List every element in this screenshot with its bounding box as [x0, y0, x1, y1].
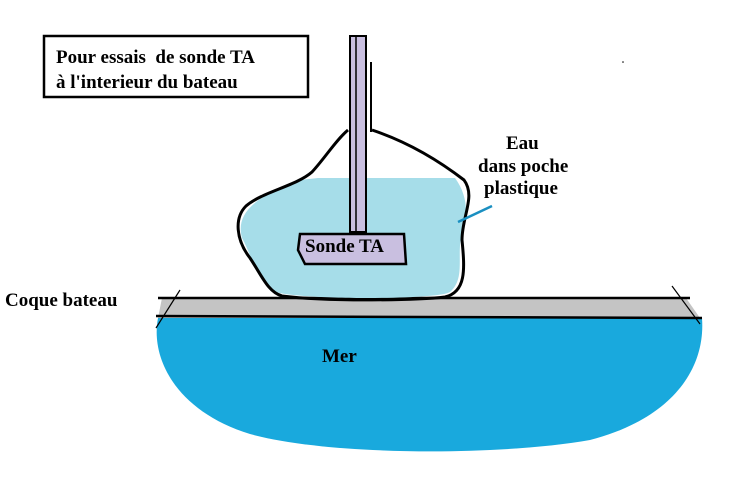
probe-head: Sonde TA	[296, 232, 408, 266]
probe-label: Sonde TA	[305, 236, 384, 257]
sea-label: Mer	[322, 346, 357, 367]
water-pointer-line	[457, 204, 493, 224]
hull-plate	[158, 298, 700, 318]
water-label: Eau dans poche plastique	[457, 133, 568, 224]
water-label-line-3: plastique	[484, 178, 558, 199]
bag-outline	[236, 128, 471, 302]
title-box-frame	[42, 34, 310, 99]
title-line-1: Pour essais de sonde TA	[56, 47, 255, 68]
probe-stem-tube	[349, 35, 367, 233]
title-line-2: à l'interieur du bateau	[56, 72, 238, 93]
probe-stem	[349, 35, 372, 233]
hull-bottom-line	[155, 314, 703, 320]
title-box: Pour essais de sonde TA à l'interieur du…	[42, 34, 310, 99]
hull-left-edge	[155, 289, 181, 329]
hull-right-edge	[671, 285, 701, 325]
water-label-line-2: dans poche	[478, 156, 568, 177]
hull-label: Coque bateau	[5, 290, 118, 311]
speck-dot	[622, 61, 624, 63]
sea-area	[156, 318, 703, 452]
water-label-line-1: Eau	[506, 133, 539, 154]
probe-head-body	[296, 232, 408, 266]
